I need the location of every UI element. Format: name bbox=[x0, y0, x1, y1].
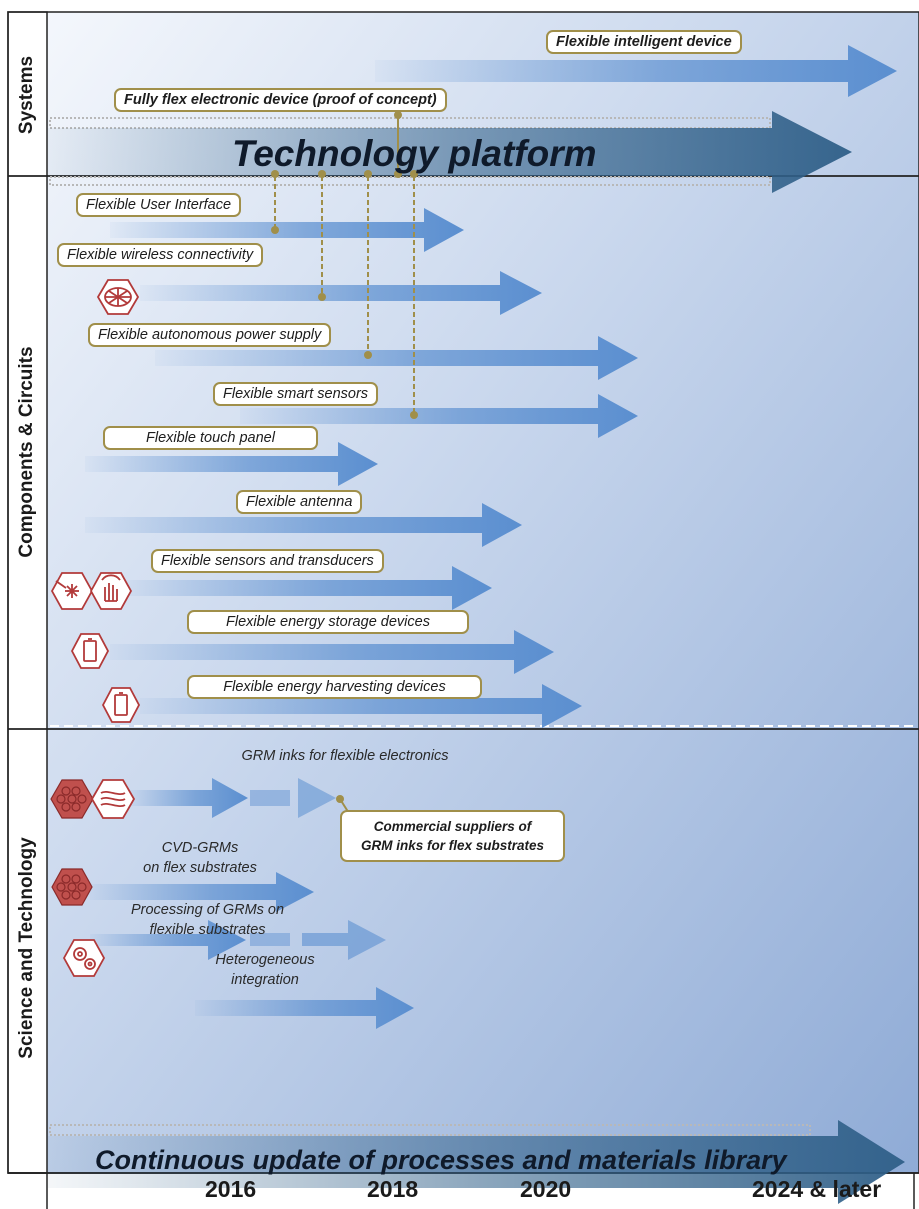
energy-harvesting-arrow bbox=[140, 684, 582, 728]
sensors-transducers-arrow bbox=[125, 566, 492, 610]
grm-inks-arrow-1 bbox=[130, 778, 248, 818]
touch-panel-arrow bbox=[85, 442, 378, 486]
year-2020: 2020 bbox=[520, 1176, 572, 1202]
grm-inks-arrow-gap bbox=[250, 790, 290, 806]
connector-dots bbox=[271, 111, 418, 803]
label-energy-harvesting: Flexible energy harvesting devices bbox=[187, 675, 482, 699]
graphene-icon bbox=[51, 868, 93, 906]
library-dotted-band bbox=[49, 1124, 811, 1136]
technology-platform-text: Technology platform bbox=[232, 133, 597, 174]
processing-arrow-gap bbox=[250, 933, 290, 946]
label-sensors-transducers: Flexible sensors and transducers bbox=[151, 549, 384, 573]
platform-dotted-band bbox=[49, 176, 771, 186]
grm-inks-arrow-head-2 bbox=[298, 778, 336, 818]
graphene-icon bbox=[50, 779, 94, 819]
label-processing: Processing of GRMs on flexible substrate… bbox=[100, 902, 315, 940]
library-arrow bbox=[48, 1120, 905, 1204]
label-commercial-suppliers: Commercial suppliers of GRM inks for fle… bbox=[340, 810, 565, 862]
label-touch-panel: Flexible touch panel bbox=[103, 426, 318, 450]
intelligent-device-arrow bbox=[375, 45, 897, 97]
processing-arrow-2 bbox=[302, 920, 386, 960]
label-cvd-line-1: CVD-GRMs bbox=[161, 840, 239, 856]
label-hetero-integration: Heterogeneous integration bbox=[200, 950, 330, 990]
laser-sensor-icon bbox=[50, 572, 94, 610]
label-hetero-line-1: Heterogeneous bbox=[215, 952, 315, 968]
label-power-supply: Flexible autonomous power supply bbox=[88, 323, 332, 347]
antenna-icon bbox=[96, 279, 140, 315]
section-label-systems: Systems bbox=[16, 55, 37, 135]
label-cvd-grms: CVD-GRMs on flex substrates bbox=[115, 838, 285, 878]
label-antenna: Flexible antenna bbox=[236, 490, 363, 514]
gears-icon bbox=[62, 939, 106, 977]
label-commercial-line-1: Commercial suppliers of bbox=[373, 819, 532, 834]
antenna-arrow bbox=[85, 503, 522, 547]
user-interface-arrow bbox=[110, 208, 464, 252]
layers-icon bbox=[90, 779, 136, 819]
technology-platform-arrow bbox=[48, 111, 852, 193]
hetero-integration-arrow bbox=[195, 987, 414, 1029]
section-label-column bbox=[7, 11, 48, 1174]
year-2016: 2016 bbox=[205, 1176, 257, 1202]
power-supply-arrow bbox=[155, 336, 638, 380]
section-label-components: Components & Circuits bbox=[16, 346, 37, 558]
label-hetero-line-2: integration bbox=[231, 972, 299, 988]
label-wireless: Flexible wireless connectivity bbox=[57, 243, 264, 267]
label-commercial-line-2: GRM inks for flex substrates bbox=[360, 838, 545, 853]
library-text: Continuous update of processes and mater… bbox=[95, 1145, 787, 1175]
energy-storage-arrow bbox=[110, 630, 554, 674]
label-cvd-line-2: on flex substrates bbox=[143, 860, 257, 876]
year-2024-later: 2024 & later bbox=[752, 1176, 882, 1202]
label-intelligent-device: Flexible intelligent device bbox=[546, 30, 742, 54]
year-2018: 2018 bbox=[367, 1176, 419, 1202]
label-energy-storage: Flexible energy storage devices bbox=[187, 610, 469, 634]
label-smart-sensors: Flexible smart sensors bbox=[213, 382, 379, 406]
section-label-science: Science and Technology bbox=[16, 837, 37, 1059]
label-fully-flex: Fully flex electronic device (proof of c… bbox=[114, 88, 447, 112]
label-grm-inks: GRM inks for flexible electronics bbox=[241, 748, 449, 764]
smart-sensors-arrow bbox=[240, 394, 638, 438]
touch-hand-icon bbox=[89, 572, 133, 610]
cvd-grms-arrow bbox=[90, 872, 314, 912]
battery-icon bbox=[101, 687, 141, 723]
wireless-arrow bbox=[140, 271, 542, 315]
label-processing-line-2: flexible substrates bbox=[149, 922, 266, 938]
label-processing-line-1: Processing of GRMs on bbox=[130, 902, 285, 918]
processing-arrow-1 bbox=[90, 920, 246, 960]
label-user-interface: Flexible User Interface bbox=[76, 193, 242, 217]
battery-icon bbox=[70, 633, 110, 669]
